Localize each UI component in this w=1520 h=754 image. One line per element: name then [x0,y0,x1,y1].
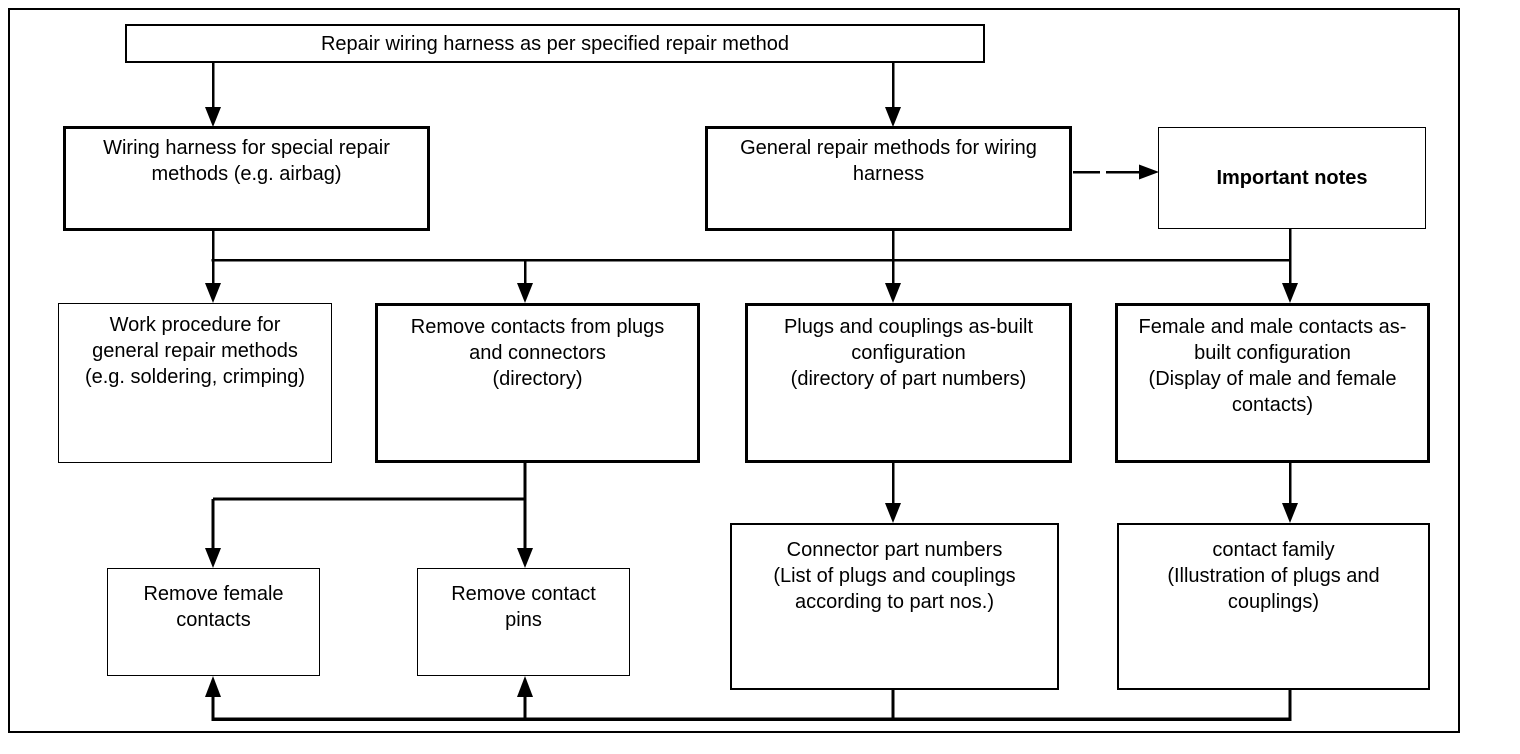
node-female-male-contacts-configuration: Female and male contacts as- built confi… [1115,303,1430,463]
node-remove-contact-pins: Remove contact pins [417,568,630,676]
node-remove-female-contacts: Remove female contacts [107,568,320,676]
node-contact-family: contact family (Illustration of plugs an… [1117,523,1430,690]
node-work-procedure: Work procedure for general repair method… [58,303,332,463]
node-general-repair-methods: General repair methods for wiring harnes… [705,126,1072,231]
node-special-repair-methods: Wiring harness for special repair method… [63,126,430,231]
node-remove-contacts-from-plugs: Remove contacts from plugs and connector… [375,303,700,463]
node-repair-wiring-harness: Repair wiring harness as per specified r… [125,24,985,63]
node-plugs-couplings-configuration: Plugs and couplings as-built configurati… [745,303,1072,463]
node-connector-part-numbers: Connector part numbers (List of plugs an… [730,523,1059,690]
node-important-notes: Important notes [1158,127,1426,229]
